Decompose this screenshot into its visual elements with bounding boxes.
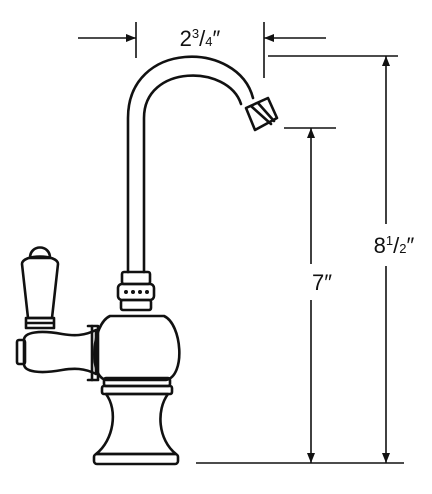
- spout-collar-top: [120, 270, 152, 286]
- handle-arm-cap: [15, 338, 27, 366]
- dimension-lines: [78, 22, 404, 464]
- spout-neck-inner: [142, 74, 243, 274]
- base-foot: [92, 452, 180, 466]
- lever-handle-top: [28, 246, 52, 260]
- base-pedestal: [94, 392, 178, 456]
- faucet-outline: [15, 55, 279, 466]
- valve-body: [93, 314, 181, 382]
- spout-collar-bottom: [119, 298, 153, 312]
- spout-reach-label: 23/4″: [180, 26, 221, 51]
- lever-handle: [20, 255, 60, 320]
- spout-tip: [244, 96, 279, 132]
- spout-height-label: 7″: [312, 270, 332, 295]
- handle-arm: [22, 328, 98, 376]
- lever-handle-band: [24, 316, 56, 330]
- spout-neck: [126, 55, 255, 274]
- overall-height-label: 81/2″: [374, 233, 415, 258]
